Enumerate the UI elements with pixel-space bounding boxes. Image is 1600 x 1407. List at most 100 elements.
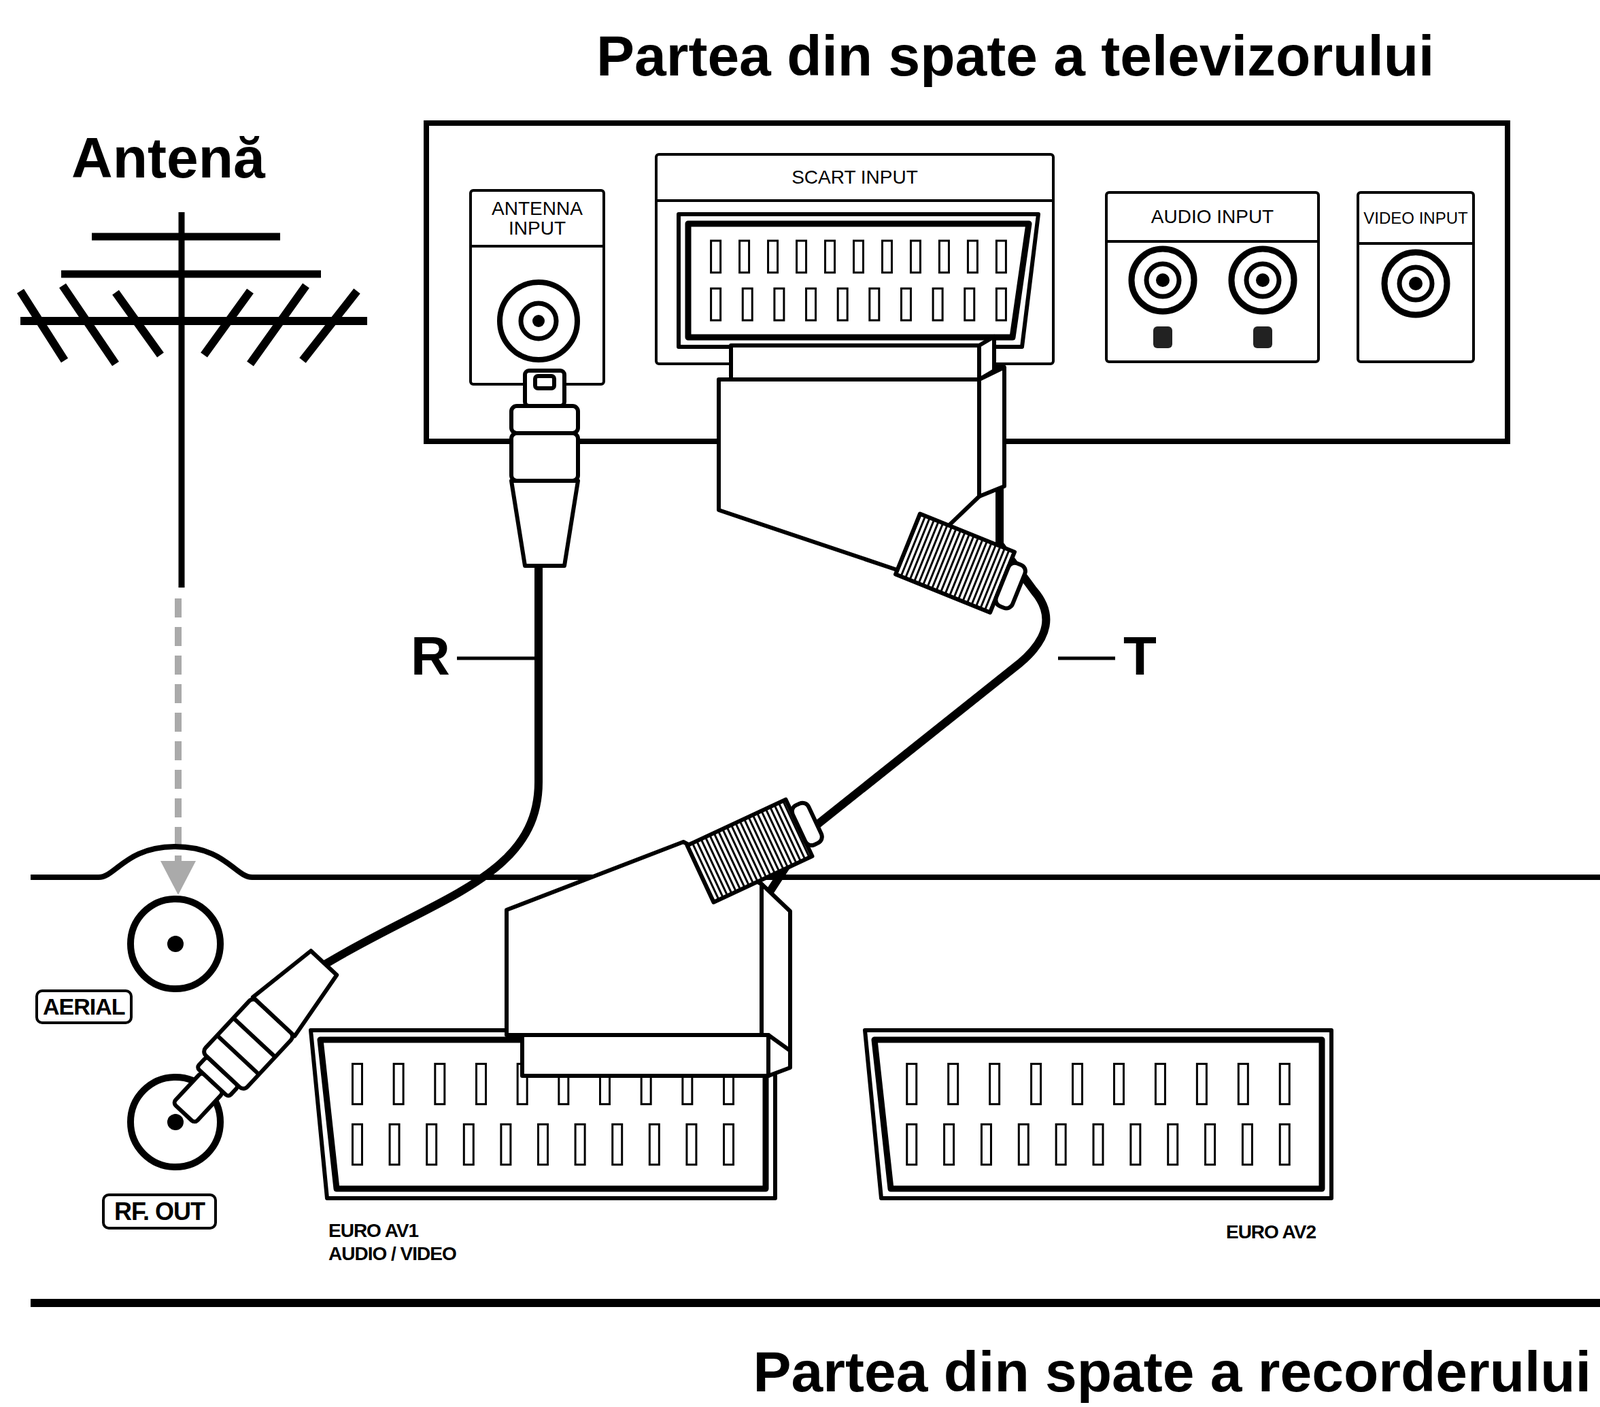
video-input-port: VIDEO INPUT: [1356, 191, 1475, 364]
dashed-connector: [174, 598, 182, 865]
scart-pin: [907, 1063, 917, 1104]
scart-pin: [964, 288, 975, 321]
antenna-drawing: [203, 291, 251, 355]
scart-picture: [864, 1030, 1332, 1201]
scart-pin: [475, 1063, 486, 1104]
coax-plug-tv: [511, 370, 578, 566]
scart-pin: [967, 240, 978, 273]
cable: [258, 385, 539, 1068]
scart-picture: [310, 1030, 776, 1201]
socket-jack: [130, 1077, 221, 1167]
scart-plug-tv: [895, 513, 1015, 612]
coax-jack: [499, 282, 578, 360]
scart-plug-recorder: [506, 792, 829, 1076]
scart-pin: [724, 1063, 734, 1104]
antenna: Antenă: [13, 115, 395, 599]
scart-pin: [825, 240, 836, 273]
aerial-socket: AERIAL: [35, 894, 233, 1031]
scart-pin: [768, 240, 778, 273]
scart-pin: [1242, 1124, 1252, 1165]
scart-pin: [641, 1063, 651, 1104]
scart-pin: [939, 240, 949, 273]
socket-label: EURO AV2: [1226, 1220, 1316, 1244]
scart-pin: [1130, 1124, 1141, 1165]
recorder-bottom-edge: [30, 1298, 1600, 1307]
scart-pin: [1279, 1124, 1290, 1165]
antenna-drawing: [20, 212, 368, 588]
scart-pin: [806, 288, 816, 321]
socket-label: RF. OUT: [101, 1193, 217, 1230]
scart-pin: [948, 1063, 959, 1104]
scart-plug-tv: [895, 513, 1031, 619]
cable-label: T: [1120, 628, 1160, 684]
port-label: SCART INPUT: [788, 167, 921, 187]
rca-jack-ring: [1399, 267, 1433, 300]
coax-plug-recorder: [233, 1017, 275, 1057]
rca-jack-ring: [1246, 263, 1280, 297]
scart-plug-tv: [730, 345, 980, 380]
scart-pin: [774, 288, 785, 321]
euro-av1-socket: EURO AV1 AUDIO / VIDEO: [310, 1030, 776, 1201]
scart-pin: [558, 1063, 569, 1104]
scart-plug-recorder: [522, 1034, 769, 1076]
scart-plug-recorder: [506, 841, 762, 1035]
scart-pin: [854, 240, 864, 273]
arrow-head: [160, 860, 196, 895]
scart-socket: [678, 214, 1039, 347]
scart-pin: [1018, 1124, 1029, 1165]
antenna-input-port: ANTENNA INPUT: [469, 189, 606, 386]
antenna-drawing: [91, 233, 281, 241]
antenna-drawing: [20, 316, 368, 326]
coax-jack-ring: [520, 303, 557, 339]
port-label: VIDEO INPUT: [1360, 209, 1471, 227]
leader-lines: [456, 656, 539, 661]
scart-pin: [837, 288, 848, 321]
antenna-drawing: [178, 212, 185, 588]
scart-socket-inner: [874, 1039, 1322, 1189]
rf-out-socket: RF. OUT: [101, 1067, 259, 1238]
socket-pin: [167, 935, 184, 952]
scart-pin: [435, 1063, 445, 1104]
scart-pin: [1279, 1063, 1290, 1104]
socket-jack: [130, 898, 221, 989]
scart-pin: [1056, 1124, 1066, 1165]
coax-plug-tv: [524, 370, 565, 406]
scart-pin: [352, 1124, 362, 1165]
scart-pin: [538, 1124, 549, 1165]
scart-plug-recorder: [789, 800, 825, 848]
scart-plug-recorder: [761, 883, 791, 1051]
scart-pin: [1073, 1063, 1083, 1104]
rca-jack: [1231, 248, 1295, 312]
antenna-drawing: [250, 285, 306, 364]
rca-jack: [1384, 252, 1448, 315]
scart-plug-tv: [718, 379, 980, 572]
coax-plug-recorder: [216, 1035, 259, 1075]
cable-label: R: [407, 628, 453, 684]
color-mark: [1253, 326, 1273, 349]
socket-label: EURO AV1 AUDIO / VIDEO: [328, 1219, 479, 1265]
scart-pin: [1168, 1124, 1178, 1165]
scart-pin: [944, 1124, 955, 1165]
port-header: AUDIO INPUT: [1107, 193, 1318, 243]
connector: [178, 598, 179, 865]
scart-plug-tv: [993, 560, 1028, 611]
leader-lines: [1058, 656, 1116, 661]
scart-plug-tv: [979, 336, 995, 380]
scart-pin: [910, 240, 921, 273]
scart-pin: [575, 1124, 585, 1165]
scart-pin: [711, 240, 721, 273]
tv-back-panel: Partea din spate a televizoruluiANTENNA …: [423, 120, 1511, 445]
scart-pin: [517, 1063, 527, 1104]
panel-title: Partea din spate a televizorului: [596, 27, 1435, 85]
recorder-outline: [30, 843, 1600, 1320]
scart-pin: [1031, 1063, 1042, 1104]
scart-pin: [869, 288, 880, 321]
scart-pin: [1196, 1063, 1207, 1104]
scart-plug-recorder: [687, 799, 813, 903]
socket-pin: [167, 1113, 184, 1131]
antenna-drawing: [61, 270, 321, 279]
port-header: ANTENNA INPUT: [471, 191, 603, 248]
scart-pin: [724, 1124, 734, 1165]
